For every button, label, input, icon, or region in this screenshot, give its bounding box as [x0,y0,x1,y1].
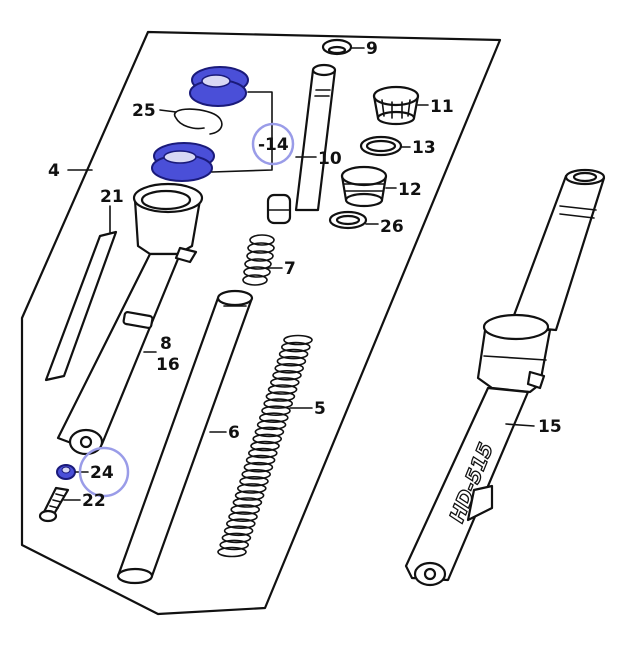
spring-5-coil [223,525,254,537]
callout-10: 10 [318,149,342,169]
callout-22: 22 [82,491,106,511]
spring-5-coil [250,440,280,452]
spring-5-coil [241,468,272,480]
spring-5-coil [283,334,313,346]
seal-upper-highlighted [189,66,249,107]
callout-4: 4 [48,161,60,181]
spring-7 [242,234,275,286]
callout-8: 8 [160,334,172,354]
assembly-outline [20,30,502,616]
strip-21 [44,230,118,382]
spring-5-coil [247,447,278,459]
spring-5-coil [274,362,305,374]
spring-5-coil [232,497,263,508]
spring-5-coil [256,419,287,431]
callout-15: 15 [538,417,562,437]
spring-5-coil [228,511,258,523]
spring-5-coil [221,532,252,544]
spring-5-coil [261,405,291,417]
spring-5 [217,334,313,558]
bushing-12 [340,165,388,208]
spring-5-coil [278,348,309,360]
spring-5-coil [219,539,249,551]
spring-5-coil [254,426,285,438]
callout-9: 9 [366,39,378,59]
highlight-ring-24 [78,446,130,498]
spring-5-coil [280,341,311,353]
callout-5: 5 [314,399,326,419]
washer-26 [328,210,368,230]
oring-13 [359,135,403,157]
callout-7: 7 [284,259,296,279]
circlip-25 [173,108,223,135]
fork-slider-8-16 [56,182,204,456]
spring-5-coil [243,461,274,473]
spring-5-coil [245,454,276,466]
callout-12: 12 [398,180,422,200]
nut-24-highlighted [56,464,76,480]
ring-9 [321,38,353,56]
damper-rod-10 [266,63,337,225]
callout-24: 24 [90,463,114,483]
spring-5-coil [276,355,307,367]
spring-5-coil [265,391,296,402]
spring-5-coil [237,483,267,494]
callout-21: 21 [100,187,124,207]
spring-5-coil [272,369,302,381]
inner-tube-6 [116,289,254,585]
bolt-22 [38,486,70,523]
highlight-ring-14 [251,122,295,166]
spring-5-coil [226,518,256,530]
spring-5-coil [234,490,265,501]
callout-16: 16 [156,355,180,375]
callout-13: 13 [412,138,436,158]
callout-6: 6 [228,423,240,443]
spring-5-coil [269,377,300,388]
spring-5-coil [230,504,260,515]
bracket-14 [211,91,273,173]
cap-11 [372,85,420,126]
spring-5-coil [239,475,269,487]
spring-5-coil [252,433,283,445]
callout-14: -14 [258,135,289,155]
spring-5-coil [258,412,289,424]
callout-26: 26 [380,217,404,237]
spring-5-coil [267,384,298,395]
spring-5-coil [217,546,247,558]
callout-11: 11 [430,97,454,117]
fork-assembly-15 [404,168,606,587]
callout-25: 25 [132,101,156,121]
spring-5-coil [263,398,294,409]
seal-lower-highlighted [151,142,215,182]
